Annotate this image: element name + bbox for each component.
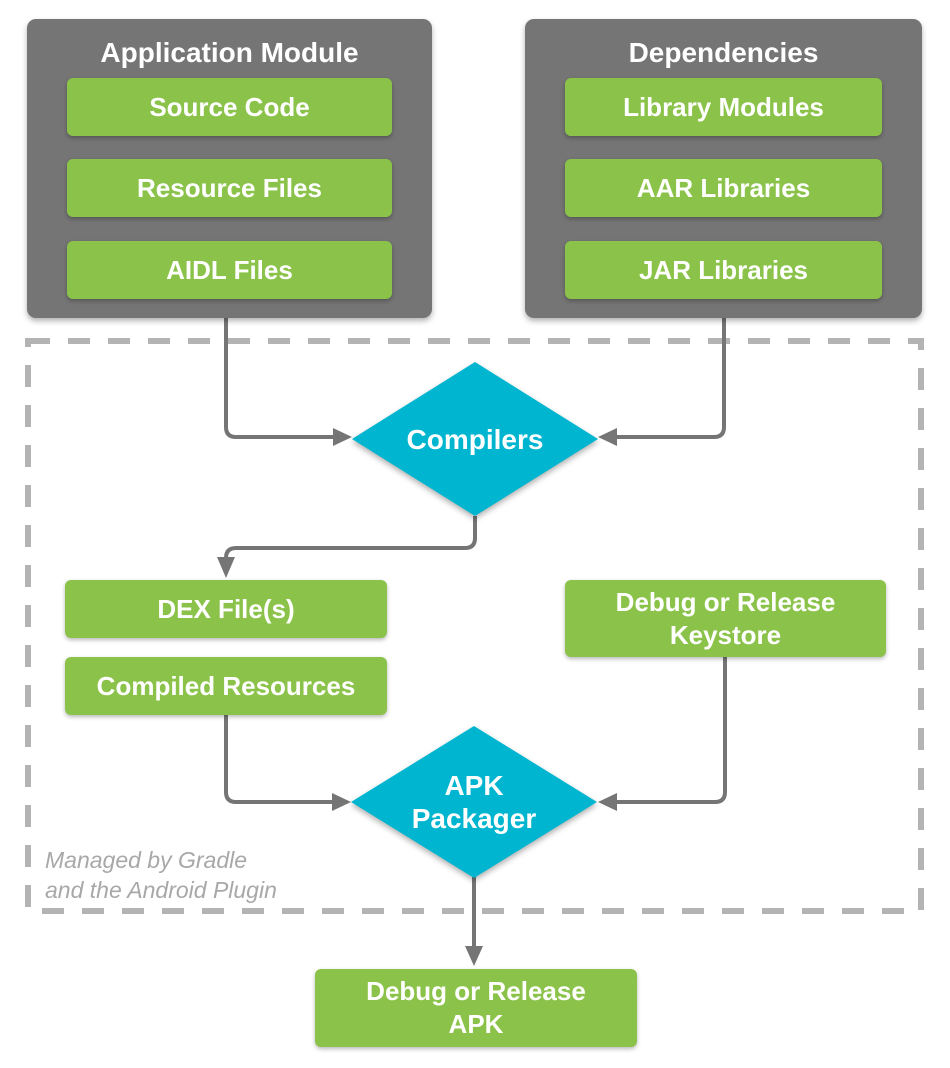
gradle-zone-caption-line1: Managed by Gradle xyxy=(45,847,248,873)
arrowhead-packager-to-apk xyxy=(465,946,483,966)
dex-files-box: DEX File(s) xyxy=(65,580,387,638)
aar-libraries-box: AAR Libraries xyxy=(565,159,882,217)
gradle-zone-caption-line2: and the Android Plugin xyxy=(45,877,277,903)
compiled-resources-label: Compiled Resources xyxy=(96,670,356,701)
output-apk-label-line1: Debug or Release xyxy=(366,976,586,1006)
arrowhead-resources-to-packager xyxy=(332,793,351,811)
keystore-box: Debug or Release Keystore xyxy=(565,580,886,657)
connector-keystore-to-packager xyxy=(617,657,727,804)
compilers-diamond: Compilers xyxy=(352,362,598,516)
output-apk-label-line2: APK xyxy=(448,1009,504,1039)
dependencies-panel: Dependencies Library Modules AAR Librari… xyxy=(525,19,922,318)
connector-compilers-to-dex xyxy=(224,516,477,559)
connector-appmodule-to-compilers xyxy=(224,318,333,439)
dex-files-label: DEX File(s) xyxy=(157,593,295,624)
gradle-zone-dashed-border xyxy=(25,338,924,914)
application-module-title: Application Module xyxy=(100,37,359,68)
arrowhead-appmodule-to-compilers xyxy=(333,428,352,446)
source-code-box: Source Code xyxy=(67,78,392,136)
library-modules-box: Library Modules xyxy=(565,78,882,136)
apk-packager-label-line2: Packager xyxy=(411,803,537,834)
compilers-label: Compilers xyxy=(406,423,544,455)
keystore-label-line2: Keystore xyxy=(669,619,782,650)
keystore-label-line1: Debug or Release xyxy=(615,586,836,617)
jar-libraries-box: JAR Libraries xyxy=(565,241,882,299)
compiled-resources-box: Compiled Resources xyxy=(65,657,387,715)
connector-dependencies-to-compilers xyxy=(617,318,726,439)
arrowhead-compilers-to-dex xyxy=(217,557,235,578)
output-apk-box: Debug or Release APK xyxy=(315,969,637,1047)
aidl-files-box: AIDL Files xyxy=(67,241,392,299)
gradle-zone-caption: Managed by Gradle and the Android Plugin xyxy=(45,845,277,905)
arrowhead-dependencies-to-compilers xyxy=(598,428,617,446)
application-module-panel: Application Module Source Code Resource … xyxy=(27,19,432,318)
dependencies-title: Dependencies xyxy=(628,37,819,68)
connector-resources-to-packager xyxy=(224,714,332,804)
apk-packager-diamond: APK Packager xyxy=(351,726,597,878)
apk-packager-label-line1: APK xyxy=(444,770,504,801)
arrowhead-keystore-to-packager xyxy=(598,793,617,811)
resource-files-box: Resource Files xyxy=(67,159,392,217)
